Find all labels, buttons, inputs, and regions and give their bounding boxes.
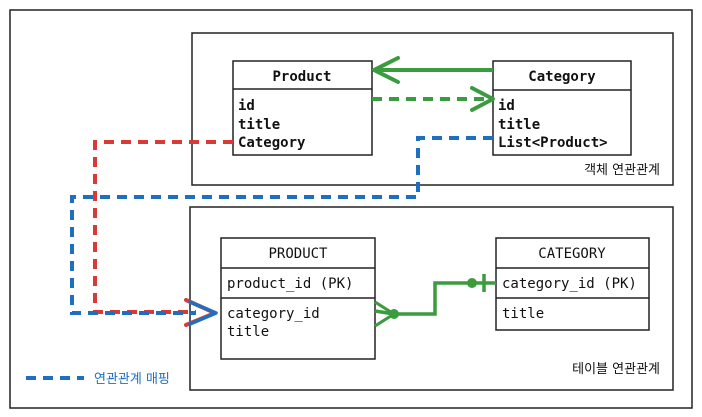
category-object-entity: Category id title List<Product> — [492, 60, 632, 156]
product-table-entity: PRODUCT product_id (PK) category_id titl… — [220, 237, 376, 360]
legend-label: 연관관계 매핑 — [94, 372, 170, 387]
category-to-product-object-link — [372, 56, 493, 84]
product-table-field-title: title — [227, 324, 269, 340]
category-object-field-title: title — [498, 117, 540, 133]
product-table-pk: product_id (PK) — [227, 276, 353, 292]
table-relations-group — [189, 206, 674, 391]
table-relations-label: 테이블 연관관계 — [572, 362, 660, 377]
category-object-field-id: id — [498, 98, 515, 114]
object-relations-label: 객체 연관관계 — [584, 163, 660, 178]
table-foreign-key-link — [374, 274, 496, 328]
product-table-field-category-id: category_id — [227, 306, 320, 322]
product-to-category-object-link — [372, 86, 495, 112]
category-object-field-list: List<Product> — [498, 135, 608, 151]
product-table-title: PRODUCT — [268, 246, 328, 262]
category-list-mapping-link — [70, 136, 493, 326]
product-object-title: Product — [272, 69, 331, 85]
category-table-field-title: title — [502, 306, 544, 322]
category-table-entity: CATEGORY category_id (PK) title — [495, 237, 650, 331]
product-object-entity: Product id title Category — [232, 60, 373, 156]
product-object-field-title: title — [238, 117, 280, 133]
object-relations-group — [191, 32, 674, 186]
legend: 연관관계 매핑 — [26, 372, 170, 387]
outer-frame — [9, 9, 693, 409]
product-object-field-category: Category — [238, 135, 306, 151]
product-category-mapping-link — [93, 140, 233, 327]
product-object-field-id: id — [238, 98, 255, 114]
category-table-title: CATEGORY — [538, 246, 606, 262]
category-object-title: Category — [528, 69, 596, 85]
category-table-pk: category_id (PK) — [502, 276, 637, 292]
